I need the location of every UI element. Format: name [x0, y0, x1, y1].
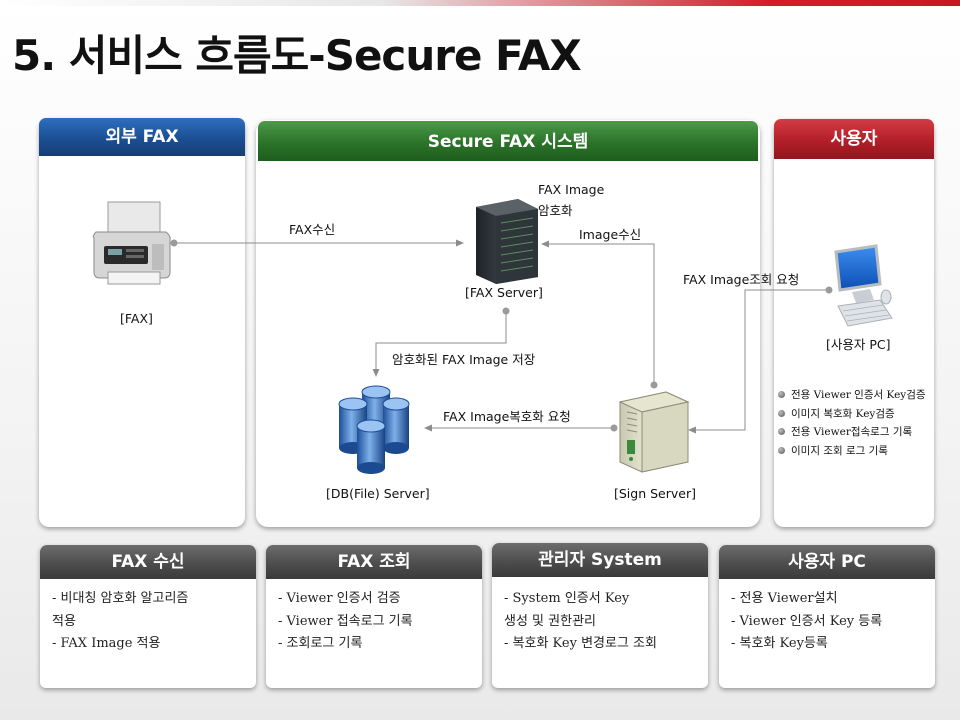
connector-lines [174, 242, 829, 431]
list-item: 이미지 복호화 Key검증 [778, 405, 926, 424]
decrypt-request-label: FAX Image복호화 요청 [443, 409, 571, 424]
fax-machine-icon [92, 201, 171, 285]
db-server-label: [DB(File) Server] [326, 486, 430, 501]
view-request-label: FAX Image조회 요청 [683, 272, 800, 287]
user-pc-box-lines: - 전용 Viewer설치 - Viewer 인증서 Key 등록 - 복호화 … [731, 588, 882, 656]
server-tower-icon [476, 199, 538, 284]
fax-view-box-lines: - Viewer 인증서 검증 - Viewer 접속로그 기록 - 조회로그 … [278, 588, 413, 656]
list-item: - 복호화 Key등록 [731, 636, 828, 651]
list-item: - 조회로그 기록 [278, 636, 363, 651]
sign-server-label: [Sign Server] [614, 486, 696, 501]
fax-server-label: [FAX Server] [465, 285, 543, 300]
list-item: - 복호화 Key 변경로그 조회 [504, 636, 657, 651]
list-item: - 전용 Viewer설치 [731, 591, 838, 606]
encrypt-label-line2: 암호화 [538, 203, 573, 218]
computer-icon [834, 244, 893, 327]
list-item: - FAX Image 적용 [52, 636, 161, 651]
database-icon [338, 385, 410, 474]
list-item: - System 인증서 Key [504, 591, 630, 606]
user-pc-label: [사용자 PC] [826, 337, 891, 352]
user-bullet-list: 전용 Viewer 인증서 Key검증 이미지 복호화 Key검증 전용 Vie… [778, 386, 926, 460]
external-fax-panel [39, 118, 245, 527]
list-item: 전용 Viewer 인증서 Key검증 [778, 386, 926, 405]
list-item: - Viewer 인증서 검증 [278, 591, 401, 606]
system-header: Secure FAX 시스템 [258, 121, 758, 161]
save-encrypted-label: 암호화된 FAX Image 저장 [392, 352, 536, 367]
user-pc-box-title: 사용자 PC [719, 545, 935, 579]
fax-receive-box-title: FAX 수신 [40, 545, 256, 579]
page-title: 5. 서비스 흐름도-Secure FAX [12, 31, 582, 80]
list-item: - Viewer 인증서 Key 등록 [731, 613, 883, 629]
fax-label: [FAX] [120, 311, 153, 326]
list-item: 생성 및 권한관리 [504, 613, 596, 629]
fax-receive-box-lines: - 비대칭 암호화 알고리즘 적용 - FAX Image 적용 [52, 588, 188, 656]
admin-system-box-title: 관리자 System [492, 543, 708, 577]
list-item: - Viewer 접속로그 기록 [278, 613, 413, 629]
admin-system-box-lines: - System 인증서 Key 생성 및 권한관리 - 복호화 Key 변경로… [504, 588, 657, 656]
list-item: - 비대칭 암호화 알고리즘 [52, 591, 189, 606]
list-item: 전용 Viewer접속로그 기록 [778, 423, 926, 442]
fax-receive-label: FAX수신 [289, 222, 336, 237]
list-item: 이미지 조회 로그 기록 [778, 442, 926, 461]
top-accent-bar [0, 0, 960, 6]
sign-server-icon [618, 391, 690, 473]
image-receive-label: Image수신 [579, 227, 642, 242]
fax-view-box-title: FAX 조회 [266, 545, 482, 579]
list-item: 적용 [52, 613, 76, 629]
user-header: 사용자 [774, 119, 934, 159]
encrypt-label-line1: FAX Image [538, 182, 605, 197]
external-fax-header: 외부 FAX [39, 118, 245, 156]
